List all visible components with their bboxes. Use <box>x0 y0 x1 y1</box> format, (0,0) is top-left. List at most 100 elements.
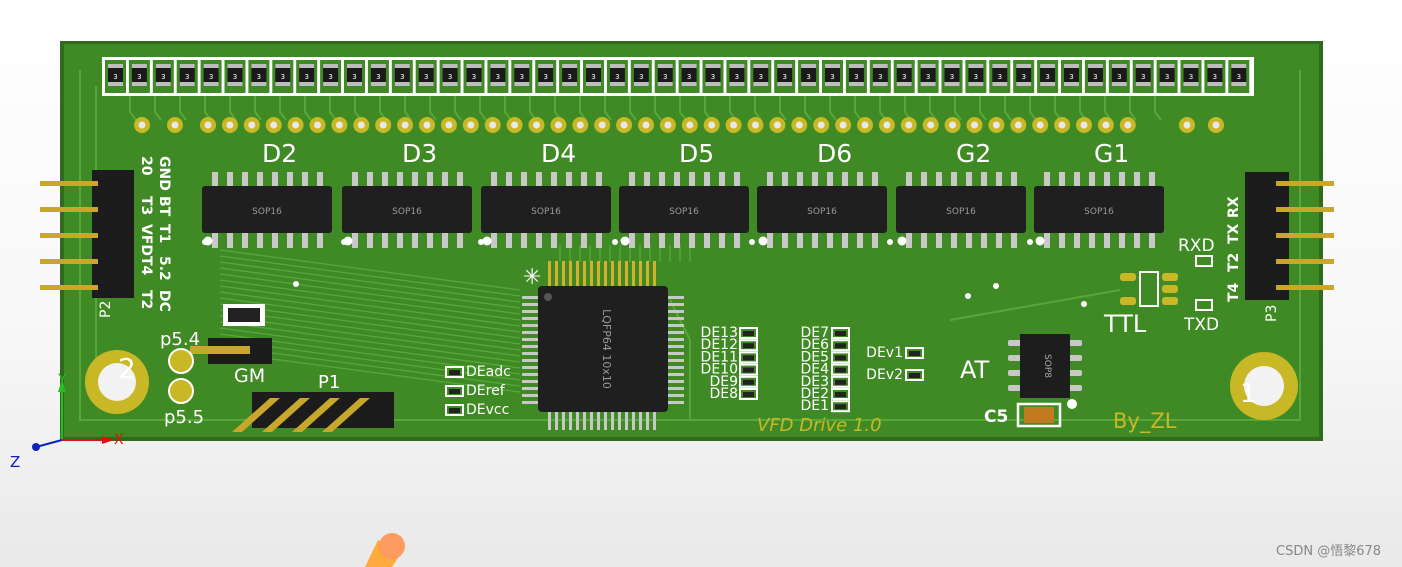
axis-gizmo: Y X Z <box>10 372 124 471</box>
svg-text:3: 3 <box>902 73 906 81</box>
svg-text:3: 3 <box>950 73 954 81</box>
svg-text:3: 3 <box>1165 73 1169 81</box>
chip-ref-label: D4 <box>541 139 576 168</box>
svg-text:SOP16: SOP16 <box>392 207 422 217</box>
svg-text:3: 3 <box>1045 73 1049 81</box>
svg-text:3: 3 <box>543 73 547 81</box>
p55-label: p5.5 <box>164 407 204 428</box>
de-label: DEadc <box>466 364 511 380</box>
gm-jumper: GM <box>190 304 272 387</box>
chip-ref-label: G2 <box>956 139 991 168</box>
svg-text:3: 3 <box>1093 73 1097 81</box>
axis-y-label: Y <box>57 372 67 388</box>
p2-pin-label-a: 5.2 <box>156 256 172 281</box>
svg-text:3: 3 <box>639 73 643 81</box>
de-label: DE6 <box>800 337 829 353</box>
svg-text:3: 3 <box>1021 73 1025 81</box>
svg-text:3: 3 <box>257 73 261 81</box>
svg-text:3: 3 <box>615 73 619 81</box>
hole-right-label: 1 <box>1240 379 1257 409</box>
c5-label: C5 <box>984 407 1008 427</box>
svg-text:SOP16: SOP16 <box>531 207 561 217</box>
chip-ref-label: G1 <box>1094 139 1129 168</box>
svg-text:3: 3 <box>926 73 930 81</box>
chip-ref-label: D6 <box>817 139 852 168</box>
sop16-chip: SOP16 D4 <box>481 139 611 248</box>
mount-hole-left: 2 <box>85 350 149 414</box>
svg-text:3: 3 <box>328 73 332 81</box>
de-label: DE11 <box>701 349 738 365</box>
p2-pin-label-b: T4 <box>138 256 154 276</box>
board-title: VFD Drive 1.0 <box>757 415 882 436</box>
axis-z-label: Z <box>10 453 20 471</box>
svg-text:3: 3 <box>209 73 213 81</box>
svg-text:3: 3 <box>759 73 763 81</box>
de-label: DE5 <box>800 349 829 365</box>
svg-text:3: 3 <box>1213 73 1217 81</box>
de-label: DE9 <box>709 374 738 390</box>
p2-pin-label-b: VFD <box>138 224 154 256</box>
p2-pin-label-a: DC <box>156 290 172 312</box>
axis-x-label: X <box>114 432 124 448</box>
ttl-label: TTL <box>1103 310 1147 338</box>
svg-text:3: 3 <box>782 73 786 81</box>
svg-text:3: 3 <box>998 73 1002 81</box>
cursor-pointer-icon <box>365 533 405 567</box>
via-dot <box>749 239 755 245</box>
de-label: DE8 <box>709 386 738 402</box>
svg-text:3: 3 <box>520 73 524 81</box>
p2-pin-label-a: T1 <box>156 224 172 243</box>
p3-pin-label: T2 <box>1226 253 1242 272</box>
sop16-chip: SOP16 D2 <box>202 139 332 248</box>
svg-text:SOP16: SOP16 <box>1084 207 1114 217</box>
de-label: DE1 <box>800 398 829 414</box>
rxd-label: RXD <box>1178 236 1215 256</box>
mount-hole-right: 1 <box>1230 352 1298 420</box>
svg-text:3: 3 <box>663 73 667 81</box>
svg-text:3: 3 <box>161 73 165 81</box>
svg-text:3: 3 <box>281 73 285 81</box>
svg-text:3: 3 <box>233 73 237 81</box>
sop16-chip: SOP16 G1 <box>1034 139 1164 248</box>
p2-pin-label-b: T3 <box>138 196 154 215</box>
via-dot <box>887 239 893 245</box>
via-dot <box>293 281 299 287</box>
svg-text:3: 3 <box>137 73 141 81</box>
vfd-pad-row <box>134 117 1224 133</box>
svg-text:3: 3 <box>1141 73 1145 81</box>
sop8-text: SOP8 <box>1042 354 1052 378</box>
p2-pin-label-a: BT <box>156 196 172 217</box>
de-label: DEvcc <box>466 402 509 418</box>
via-dot <box>202 239 208 245</box>
svg-text:SOP16: SOP16 <box>252 207 282 217</box>
svg-text:3: 3 <box>567 73 571 81</box>
svg-text:3: 3 <box>376 73 380 81</box>
p1-label: P1 <box>318 372 340 393</box>
svg-text:3: 3 <box>711 73 715 81</box>
svg-text:3: 3 <box>735 73 739 81</box>
capacitor-c5: C5 <box>984 402 1062 428</box>
de-label: DE3 <box>800 374 829 390</box>
svg-text:3: 3 <box>1189 73 1193 81</box>
via-dot <box>993 283 999 289</box>
chip-ref-label: D3 <box>402 139 437 168</box>
svg-text:3: 3 <box>854 73 858 81</box>
p2-pin-label-b: T2 <box>138 290 154 309</box>
svg-text:3: 3 <box>185 73 189 81</box>
p1-header: P1 <box>232 372 394 432</box>
via-dot <box>612 239 618 245</box>
svg-text:3: 3 <box>113 73 117 81</box>
watermark-text: CSDN @悟黎678 <box>1276 544 1381 559</box>
sop8-chip: SOP8 AT <box>960 334 1082 409</box>
chip-ref-label: D2 <box>262 139 297 168</box>
